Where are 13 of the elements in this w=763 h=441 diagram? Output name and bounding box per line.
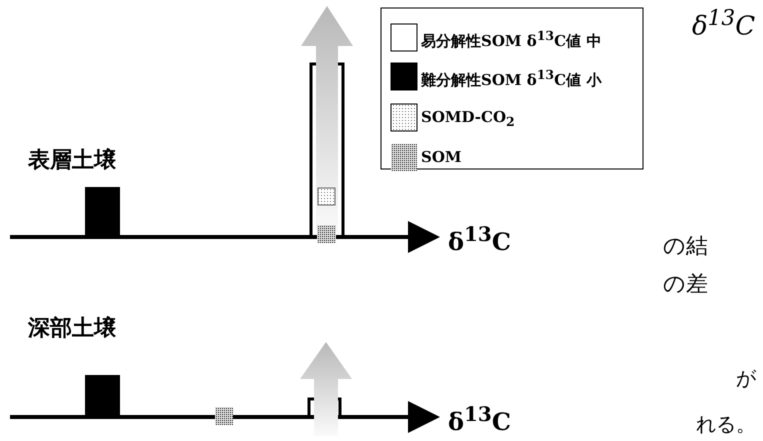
soil-layer-title: 深部土壌 (28, 318, 116, 340)
legend-label: SOMD-CO$_{2}$ (421, 110, 515, 128)
legend-label: SOM (421, 150, 462, 165)
soil-layer-title: 表層土壌 (28, 150, 116, 172)
text-fragment: の差 (663, 274, 708, 296)
axis-label: δ$^{13}$C (448, 224, 511, 254)
text-fragment: が (736, 368, 756, 388)
text-fragment: の結 (663, 236, 708, 258)
legend-label: 易分解性SOM δ$^{13}$C値 中 (421, 30, 602, 49)
text-fragment: δ$^{13}$C (692, 8, 756, 40)
legend-label: 難分解性SOM δ$^{13}$C値 小 (421, 69, 602, 88)
text-fragment: れる。 (696, 414, 756, 434)
axis-label: δ$^{13}$C (448, 404, 511, 434)
